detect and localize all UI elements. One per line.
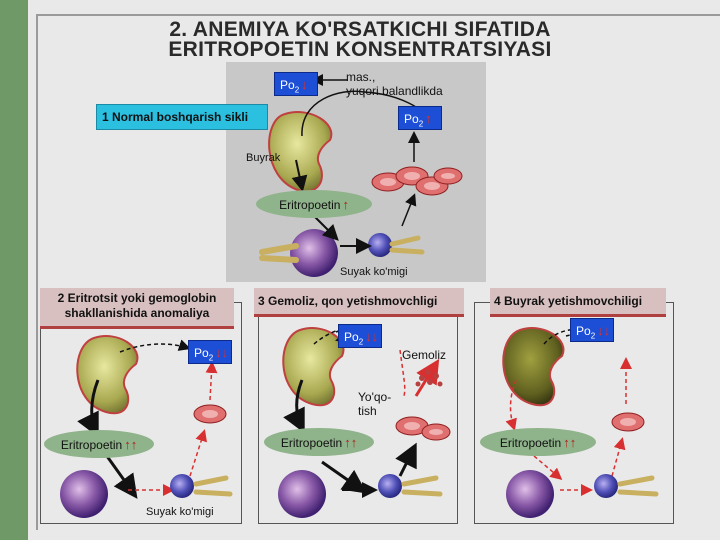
panel2-po2: Po2↓↓	[188, 340, 232, 364]
panel2-header: 2 Eritrotsit yoki gemoglobin shakllanish…	[40, 288, 234, 326]
panel2-erythropoietin: Eritropoetin↑↑	[44, 430, 154, 458]
panel1-po2-left: Po2↓	[274, 72, 318, 96]
panel1-altitude-note: mas., yuqori balandlikda	[346, 70, 443, 98]
panel3-red-blood-cells-icon	[395, 416, 451, 441]
panel2-bone-marrow-cell-icon	[60, 470, 233, 518]
panel4-red-blood-cell-icon	[611, 412, 645, 432]
panel2-red-blood-cell-icon	[193, 404, 227, 424]
panel3-hemolysis-label: Gemoliz	[402, 348, 447, 362]
panel3-bone-marrow-cell-icon	[278, 470, 443, 518]
panel4-kidney-icon	[502, 327, 565, 407]
slide-frame	[36, 14, 720, 530]
panel3-po2: Po2↓↓	[338, 324, 382, 348]
slide-title-line-1: 2. ANEMIYA KO'RSATKICHI SIFATIDA	[169, 18, 551, 41]
panel2-marrow-label: Suyak ko'migi	[146, 506, 214, 518]
panel4-bone-marrow-cell-icon	[506, 470, 659, 518]
panel2-kidney-icon	[76, 335, 139, 415]
panel1-marrow-label: Suyak ko'migi	[340, 266, 408, 278]
slide-title-line-2: ERITROPOETIN KONSENTRATSIYASI	[168, 38, 552, 61]
panel1-erythropoietin: Eritropoetin↑	[256, 190, 372, 218]
panel1-bone-marrow-cell-icon	[259, 229, 425, 277]
panel3-loss-label: Yo'qo- tish	[358, 390, 392, 418]
panel1-kidney-icon	[268, 111, 333, 193]
panel4-header: 4 Buyrak yetishmovchiligi	[490, 288, 666, 314]
panel4-erythropoietin: Eritropoetin↑↑	[480, 428, 596, 456]
panel3-hemolysis-fragments-icon	[415, 369, 443, 387]
panel3-kidney-icon	[282, 327, 345, 407]
panel3-erythropoietin: Eritropoetin↑↑	[264, 428, 374, 456]
panel4-po2: Po2↓↓	[570, 318, 614, 342]
panel1-po2-right: Po2↑	[398, 106, 442, 130]
panel1-red-blood-cells-icon	[371, 166, 463, 196]
panel3-header: 3 Gemoliz, qon yetishmovchligi	[254, 288, 464, 314]
panel1-kidney-label: Buyrak	[246, 152, 281, 164]
panel1-header: 1 Normal boshqarish sikli	[96, 104, 268, 130]
